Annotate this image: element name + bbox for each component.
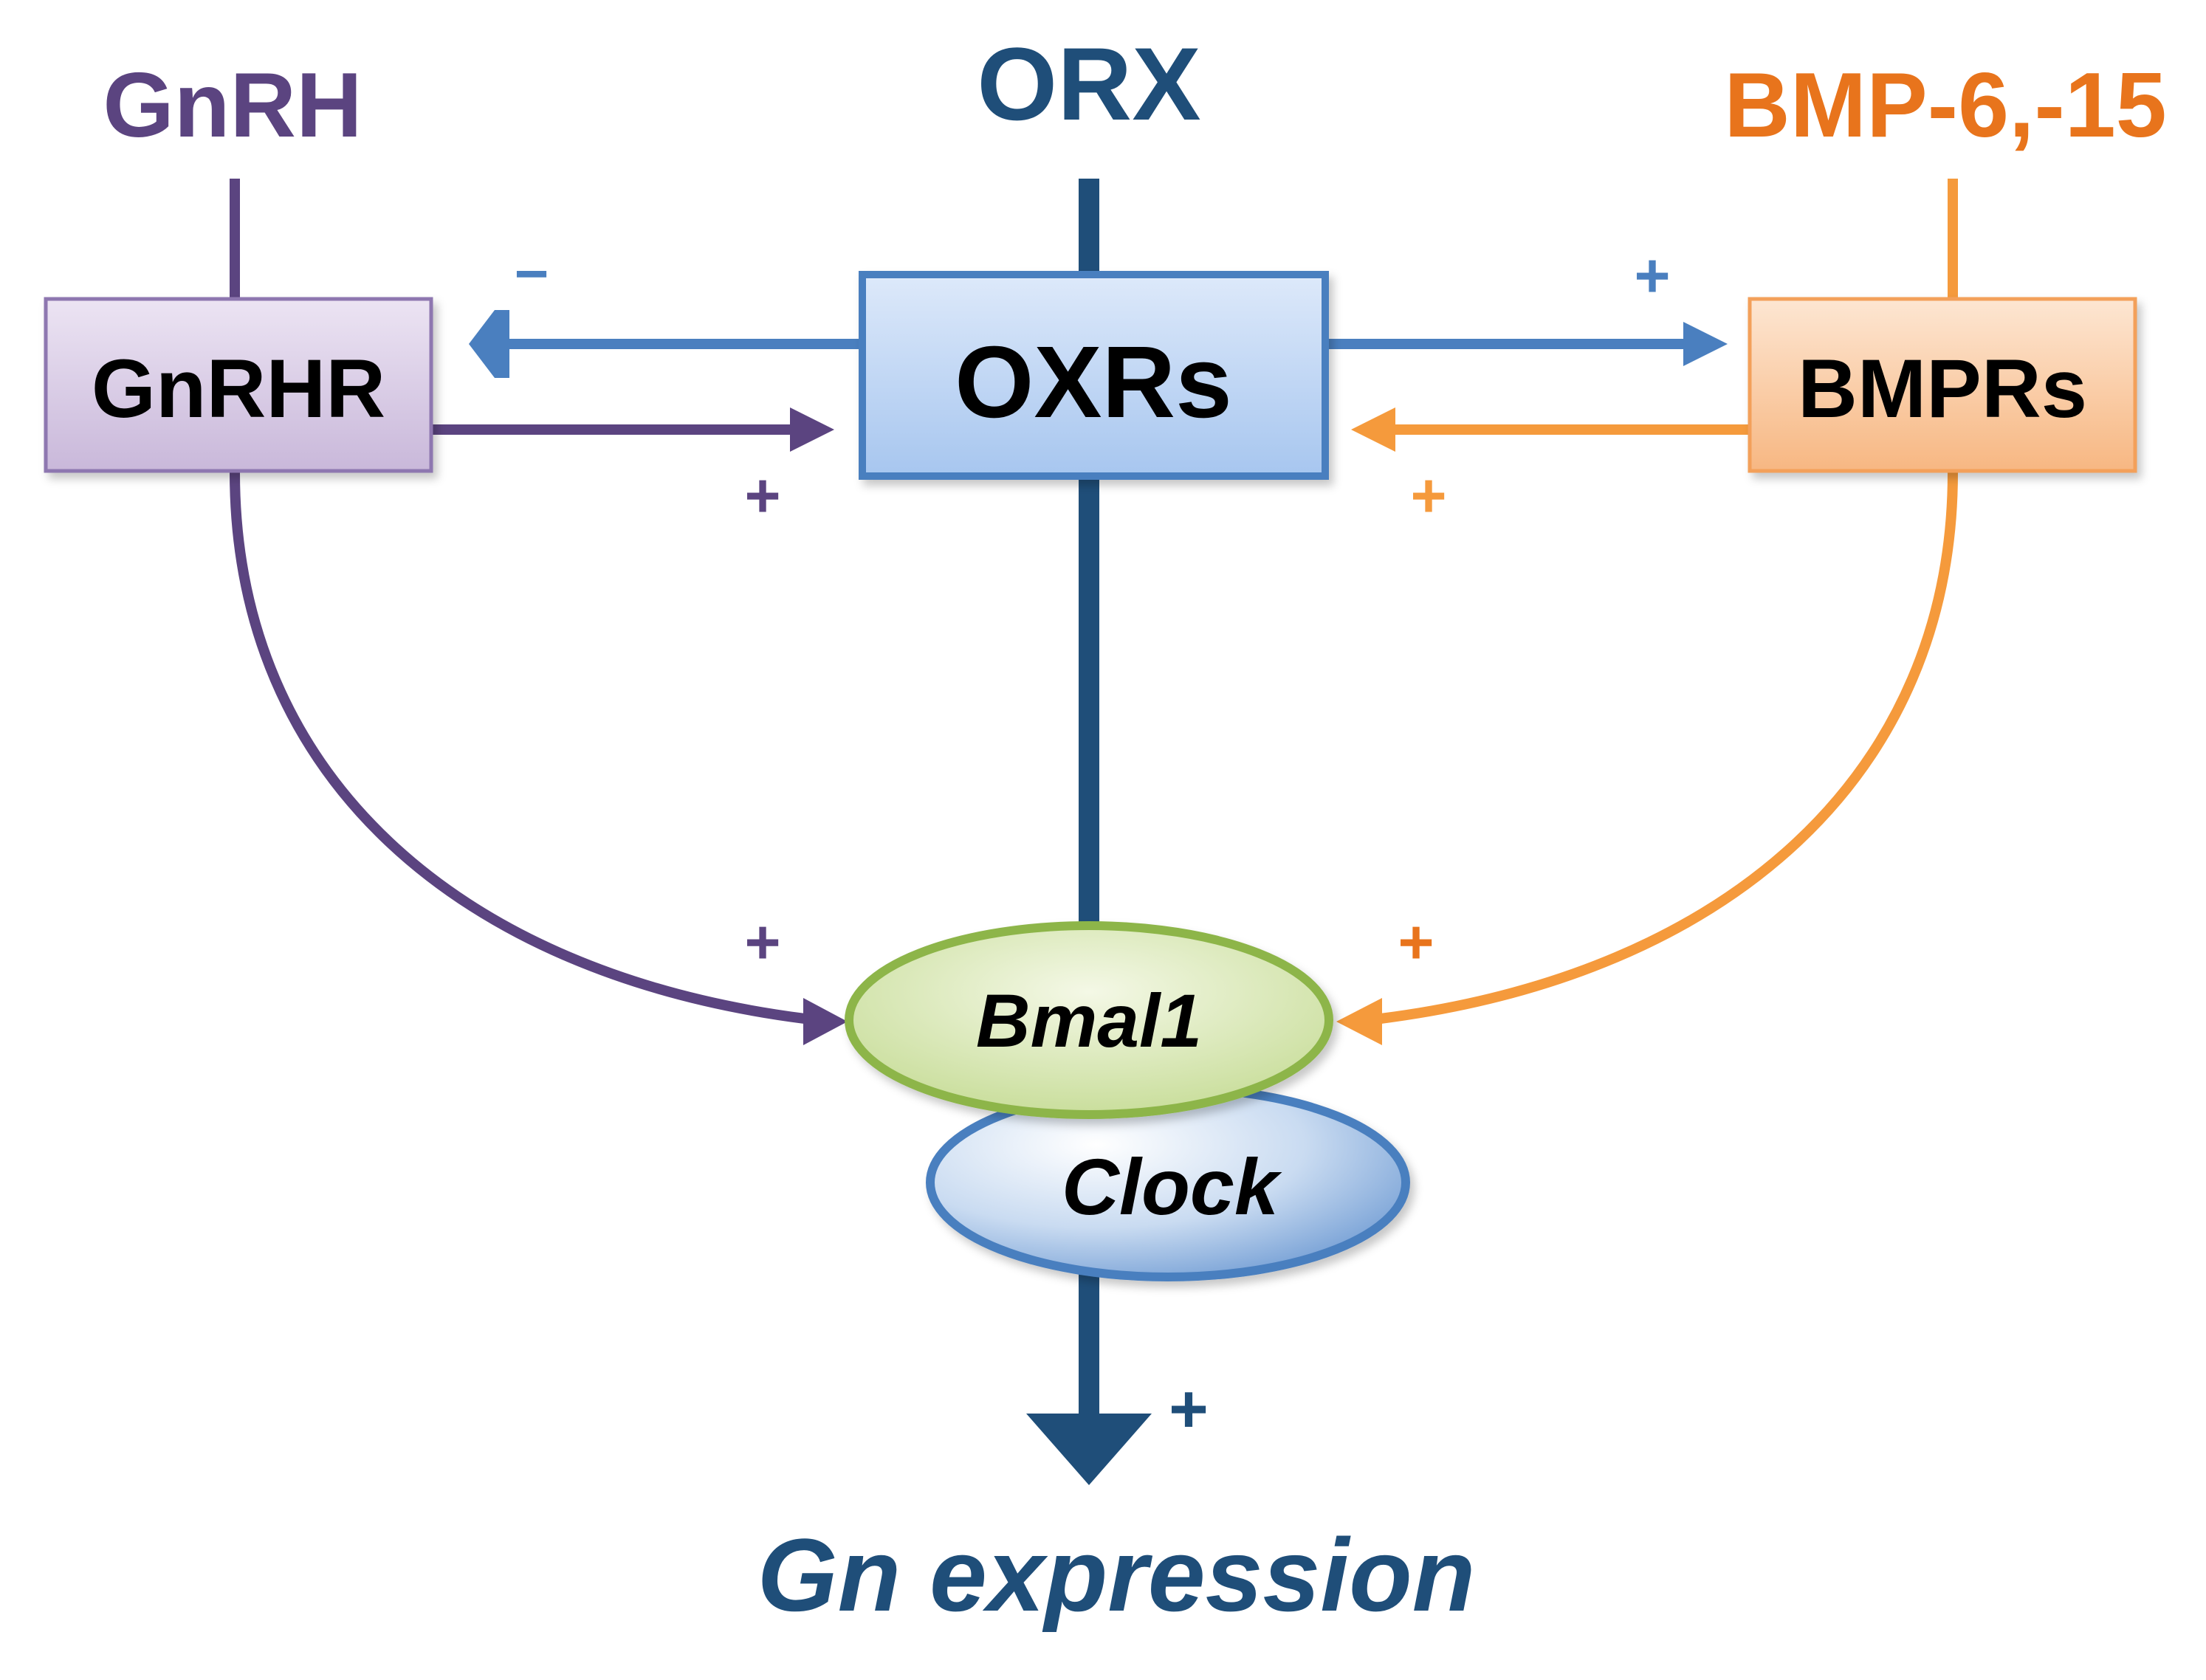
output-sign: + (1169, 1371, 1209, 1447)
clock-label: Clock (1062, 1142, 1282, 1231)
gn-expression-label: Gn expression (757, 1517, 1476, 1633)
bmprs-to-bmal1-sign: + (1398, 907, 1434, 977)
bmprs-box (1748, 297, 2137, 473)
bmprs-to-oxrs-sign: + (1410, 461, 1446, 530)
oxrs-to-gnrhr-arrowhead (469, 310, 509, 378)
gnrhr-to-oxrs-sign: + (744, 461, 780, 530)
bmal1-label: Bmal1 (976, 979, 1202, 1063)
gnrh-label: GnRH (103, 55, 362, 156)
gnrhr-to-bmal1-arrowhead (803, 998, 848, 1045)
gnrhr-box (44, 297, 433, 473)
bmprs-to-oxrs-arrowhead (1351, 407, 1395, 452)
bmp-label: BMP-6,-15 (1724, 55, 2166, 156)
gnrhr-label: GnRHR (92, 342, 385, 435)
oxrs-label: OXRs (955, 326, 1232, 439)
gnrhr-to-oxrs-arrowhead (790, 407, 834, 452)
output-arrowhead (1026, 1414, 1152, 1485)
orx-label: ORX (977, 26, 1200, 142)
bmprs-to-bmal1-curve (1380, 472, 1958, 1024)
gnrhr-to-bmal1-sign: + (744, 907, 780, 977)
oxrs-to-gnrhr-sign: − (515, 241, 549, 306)
bmal1-ellipse (845, 921, 1333, 1119)
oxrs-to-bmprs-sign: + (1634, 241, 1670, 310)
bmprs-to-bmal1-arrowhead (1336, 998, 1382, 1045)
gnrhr-to-bmal1-curve (230, 472, 805, 1024)
oxrs-box (859, 271, 1329, 480)
bmprs-label: BMPRs (1798, 342, 2087, 435)
oxrs-to-bmprs-arrowhead (1683, 322, 1728, 366)
